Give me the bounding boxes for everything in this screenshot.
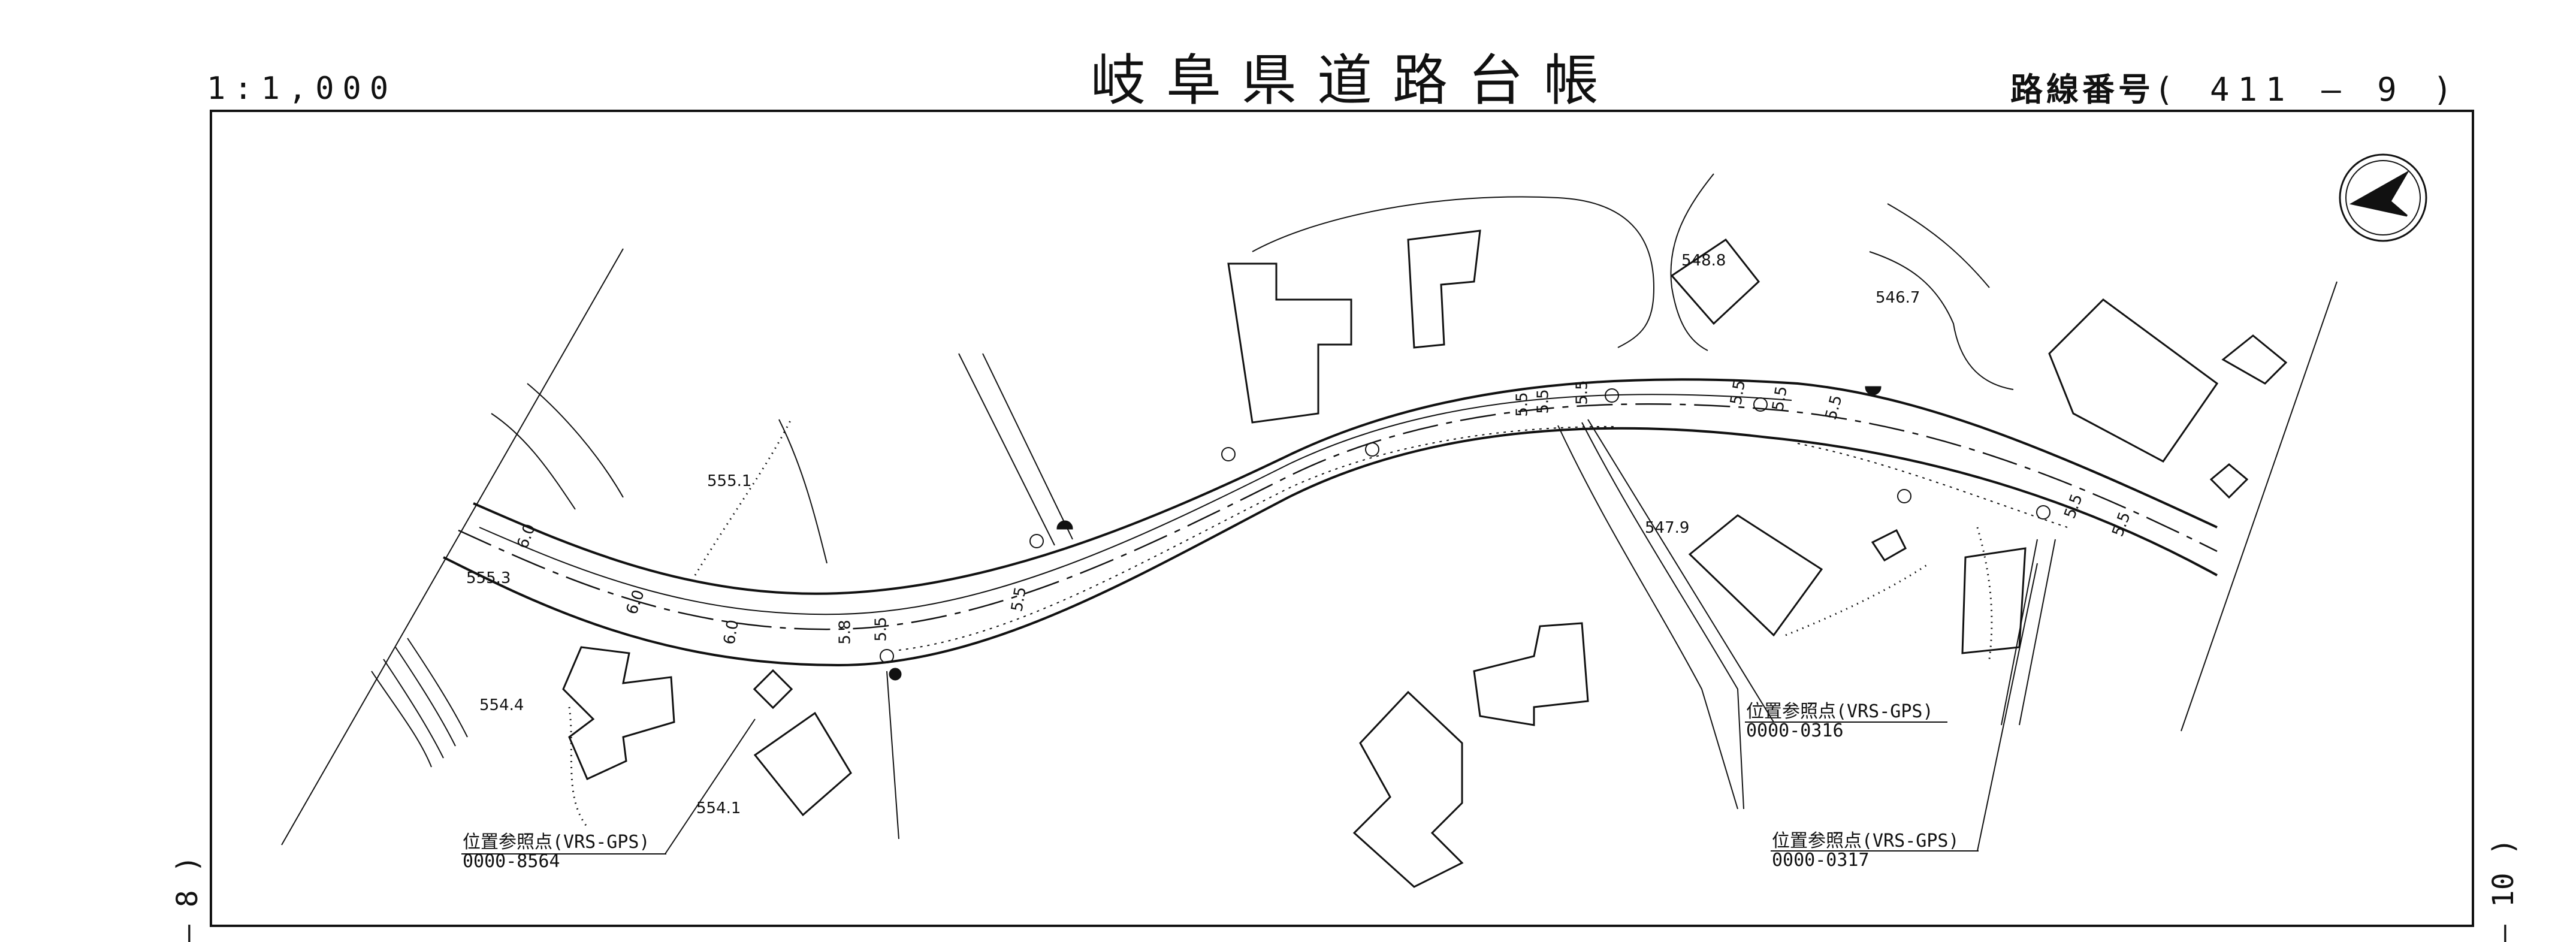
lane-width-label: 5.5: [1534, 389, 1553, 414]
slope-curve: [1670, 173, 1714, 351]
elevation-label: 546.7: [1876, 289, 1920, 307]
pole-dot: [889, 668, 902, 681]
lane-line: [479, 394, 1792, 615]
embankment-south-2: [1797, 443, 2068, 528]
north-arrow-icon: [2339, 153, 2427, 242]
water-valve-icon: [753, 669, 793, 709]
hydrant-symbols: [880, 388, 2050, 663]
map-title: 岐阜県道路台帳: [1091, 49, 1620, 113]
lane-width-label: 5.5: [872, 617, 890, 642]
elevation-label: 548.8: [1681, 252, 1726, 270]
route-number-value: ( 411 ― 9 ): [2154, 71, 2461, 108]
buildings-north: [1227, 230, 2288, 499]
elevation-label: 554.1: [696, 799, 741, 817]
manhole-icon-2: [1865, 386, 1882, 395]
reference-leaders: [665, 419, 2038, 855]
reference-point-label: 位置参照点(VRS-GPS): [1746, 701, 1934, 722]
elevation-label: 547.9: [1645, 519, 1690, 537]
manhole-icon: [1056, 520, 1073, 530]
reference-point[interactable]: 位置参照点(VRS-GPS) 0000-0316: [1746, 702, 1934, 741]
reference-point-code: 0000-8564: [463, 851, 560, 872]
reference-point[interactable]: 位置参照点(VRS-GPS) 0000-0317: [1772, 832, 1959, 870]
buildings-south: [562, 514, 2027, 888]
slope-hatching-west: [371, 383, 828, 768]
lane-width-label: 5.5: [1573, 380, 1591, 405]
reference-underlines: [461, 721, 1979, 855]
elevation-label: 555.3: [466, 569, 511, 587]
scale-label: 1:1,000: [207, 71, 397, 107]
reference-point-label: 位置参照点(VRS-GPS): [463, 832, 650, 853]
dotted-boundaries: [568, 419, 1993, 828]
road-centerline: [458, 403, 2218, 630]
slope-curve-3: [1887, 203, 1990, 288]
elevation-label: 555.1: [707, 472, 752, 490]
map-frame: [210, 110, 2474, 927]
reference-point-code: 0000-0316: [1746, 720, 1844, 741]
reference-point-code: 0000-0317: [1772, 850, 1870, 871]
reference-point[interactable]: 位置参照点(VRS-GPS) 0000-8564: [463, 833, 650, 871]
embankment-south: [898, 425, 1618, 651]
route-number: 路線番号( 411 ― 9 ): [2010, 63, 2461, 110]
slope-curve-2: [1869, 251, 2014, 390]
lane-width-label: 5.5: [1513, 392, 1532, 417]
parcel-lines: [281, 248, 2338, 846]
route-label: 路線番号: [2010, 71, 2154, 108]
elevation-label: 554.4: [479, 696, 524, 714]
lane-width-label: 5.8: [836, 620, 854, 645]
reference-point-label: 位置参照点(VRS-GPS): [1772, 831, 1959, 852]
road-edges: [443, 378, 2218, 667]
ridge-line: [1252, 196, 1655, 348]
